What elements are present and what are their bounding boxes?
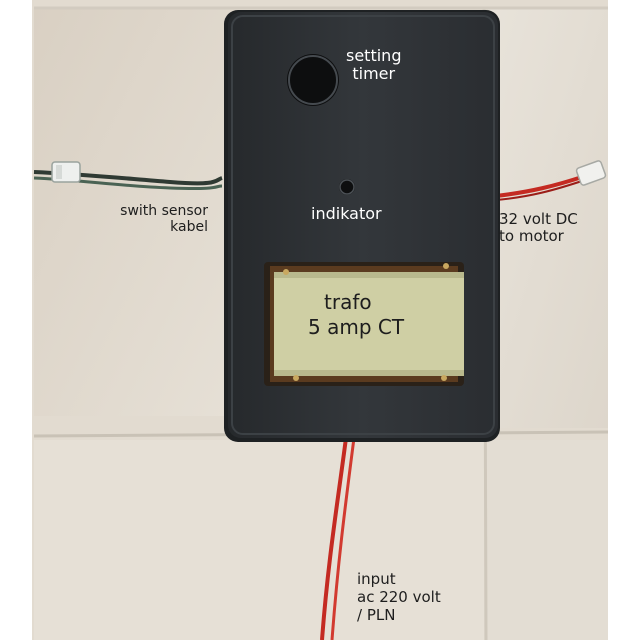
- label-indikator: indikator: [311, 204, 382, 223]
- indicator-led-hole: [339, 179, 355, 195]
- switch-sensor-cable: [33, 161, 223, 191]
- label-trafo-line1: trafo: [324, 290, 372, 314]
- transformer-label: [274, 272, 464, 376]
- floor-tile-bottom-left: [34, 440, 484, 640]
- label-switch-sensor-kabel: swith sensor kabel: [88, 203, 208, 235]
- input-wires: [320, 437, 356, 640]
- label-input-line2: ac 220 volt: [357, 588, 441, 606]
- label-setting-timer: setting timer: [346, 46, 402, 84]
- label-output-32v-dc: 32 volt DC to motor: [499, 210, 578, 246]
- label-trafo: trafo 5 amp CT: [308, 290, 404, 340]
- rivet: [443, 263, 449, 269]
- output-connector: [575, 160, 607, 186]
- label-input-line1: input: [357, 570, 396, 588]
- label-output-line2: to motor: [499, 227, 564, 246]
- label-input-ac: input ac 220 volt / PLN: [357, 570, 441, 624]
- floor-tile-top-right: [488, 8, 608, 428]
- rivet: [441, 375, 447, 381]
- floor-tile-bottom-right: [486, 440, 608, 640]
- rivet: [293, 375, 299, 381]
- motor-output-wires: [495, 160, 607, 201]
- label-setting-timer-line1: setting: [346, 46, 402, 65]
- label-input-line3: / PLN: [357, 606, 396, 624]
- label-setting-timer-line2: timer: [352, 64, 396, 84]
- label-output-line1: 32 volt DC: [499, 210, 578, 228]
- transformer-window: [264, 262, 464, 386]
- rivet: [283, 269, 289, 275]
- label-switch-sensor-line1: swith sensor: [120, 203, 208, 219]
- label-trafo-line2: 5 amp CT: [308, 315, 405, 339]
- label-switch-sensor-line2: kabel: [170, 219, 208, 236]
- floor-tile-top-left: [34, 8, 234, 416]
- setting-timer-knob-hole: [287, 54, 339, 106]
